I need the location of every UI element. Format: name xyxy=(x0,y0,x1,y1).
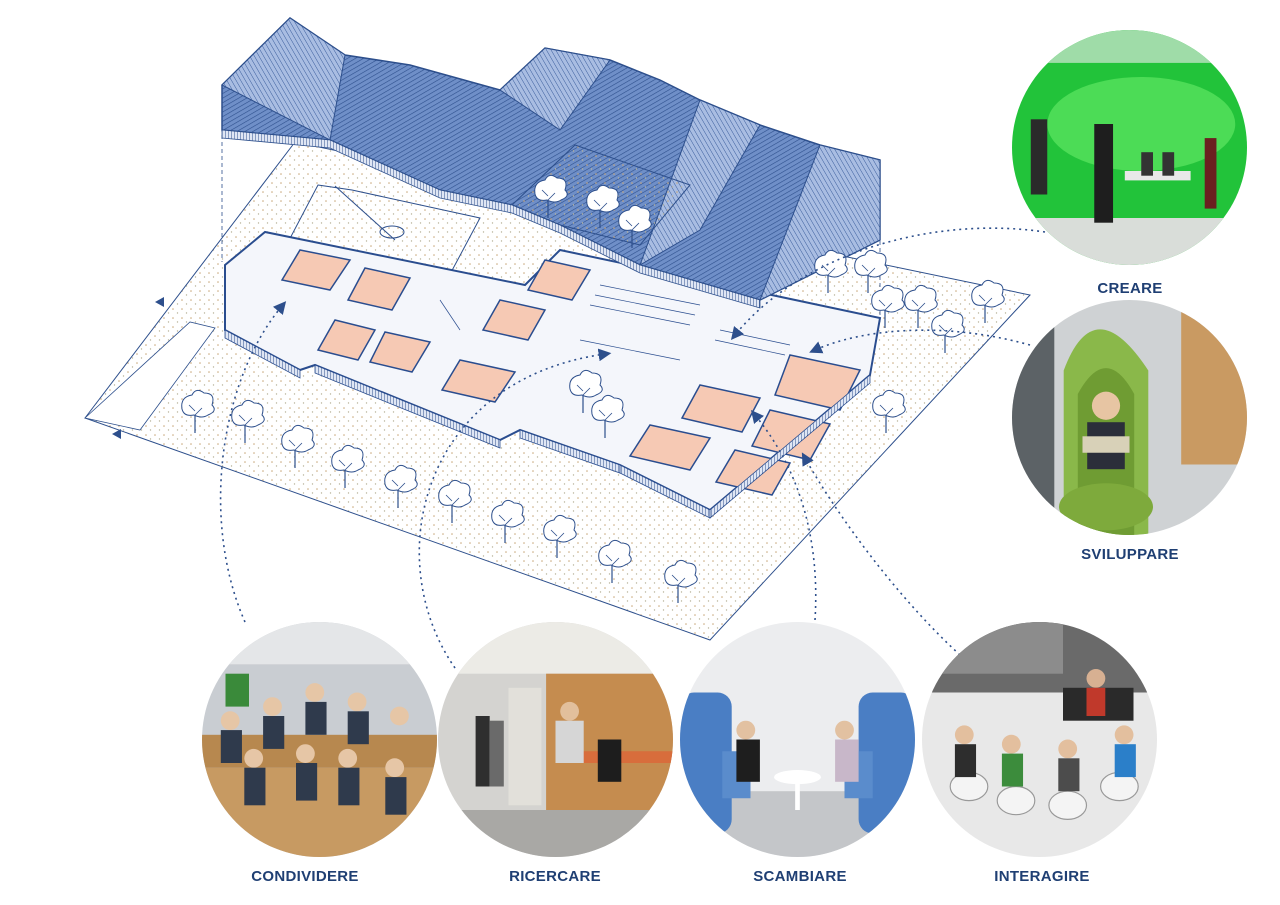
label-condividere: CONDIVIDERE xyxy=(251,868,359,885)
label-ricercare: RICERCARE xyxy=(509,868,601,885)
connector-creare xyxy=(730,227,1046,340)
connector-lines xyxy=(219,227,1046,669)
sports-court xyxy=(285,184,481,279)
photo-interagire xyxy=(922,622,1157,857)
tree-icon xyxy=(598,539,632,583)
connector-scambiare xyxy=(750,410,817,621)
connector-sviluppare xyxy=(809,329,1031,354)
tree-icon xyxy=(281,424,315,468)
roof-structure xyxy=(221,17,881,325)
tree-icon xyxy=(872,389,906,433)
label-creare: CREARE xyxy=(1097,280,1163,297)
tree-icon xyxy=(384,464,418,508)
tree-icon xyxy=(871,284,905,328)
tree-icon xyxy=(491,499,525,543)
connector-interagire xyxy=(801,452,961,656)
tree-icon xyxy=(586,184,620,228)
photo-scambiare xyxy=(680,622,915,857)
tree-icon xyxy=(814,249,848,293)
tree-icon xyxy=(618,204,652,248)
tree-icon xyxy=(971,279,1005,323)
tree-icon xyxy=(438,479,472,523)
photo-ricercare xyxy=(438,622,673,857)
tree-icon xyxy=(181,389,215,433)
label-sviluppare: SVILUPPARE xyxy=(1081,546,1179,563)
tree-icon xyxy=(854,249,888,293)
photo-creare xyxy=(1012,30,1247,265)
building-floor-plan xyxy=(224,230,882,519)
tree-icon xyxy=(904,284,938,328)
tree-icon xyxy=(664,559,698,603)
connector-ricercare xyxy=(418,348,612,669)
tree-icon xyxy=(591,394,625,438)
label-scambiare: SCAMBIARE xyxy=(753,868,847,885)
photo-sviluppare xyxy=(1012,300,1247,535)
label-interagire: INTERAGIRE xyxy=(994,868,1090,885)
tree-icon xyxy=(231,399,265,443)
tree-icon xyxy=(569,369,603,413)
tree-icon xyxy=(331,444,365,488)
tree-icon xyxy=(534,174,568,218)
photo-condividere xyxy=(202,622,437,857)
tree-icon xyxy=(543,514,577,558)
trees-group xyxy=(181,174,1005,603)
